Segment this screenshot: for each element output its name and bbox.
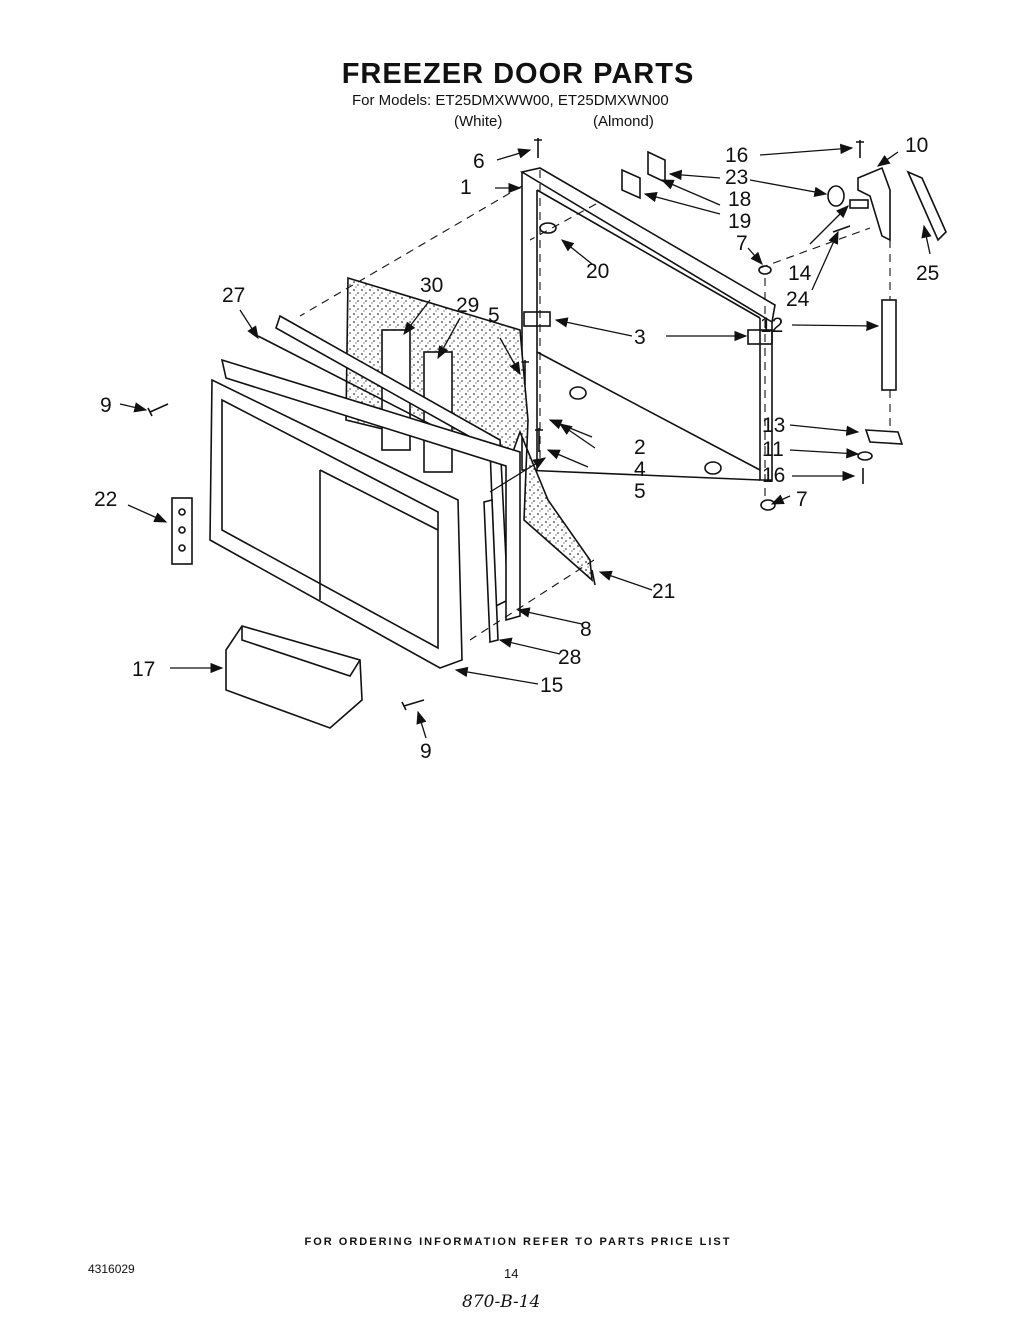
callout-28: 28 (558, 646, 581, 669)
callout-23: 23 (725, 166, 748, 189)
cover-part-23 (827, 185, 845, 207)
screw-part-9b (401, 699, 425, 711)
cap-part-bottom (760, 499, 776, 511)
washer-part-11 (857, 451, 873, 461)
callout-9-bottom: 9 (420, 740, 432, 763)
outer-panel-part-15 (209, 378, 463, 669)
label-part-18 (647, 150, 666, 184)
handle-part-12 (881, 299, 897, 391)
panel-divider (319, 469, 439, 531)
callout-9-left: 9 (100, 394, 112, 417)
rail-part-28 (483, 498, 499, 644)
bushing-part-lower (704, 461, 722, 475)
callout-14: 14 (788, 262, 812, 285)
screw-part-6 (534, 138, 542, 158)
callout-19: 19 (728, 210, 751, 233)
callout-16-bottom: 16 (762, 464, 785, 487)
hinge-bracket-right (747, 329, 773, 345)
ordering-info: FOR ORDERING INFORMATION REFER TO PARTS … (304, 1236, 732, 1248)
plug-part (539, 222, 557, 234)
callout-25: 25 (916, 262, 939, 285)
document-number: 4316029 (88, 1262, 135, 1276)
callout-12: 12 (760, 314, 783, 337)
screw-part-16a (856, 140, 864, 158)
leader-lines (119, 143, 932, 739)
callout-27: 27 (222, 284, 245, 307)
callout-8: 8 (580, 618, 592, 641)
callout-22: 22 (94, 488, 117, 511)
screw-part-24 (832, 225, 851, 233)
callout-3: 3 (634, 326, 646, 349)
callout-2: 2 (634, 436, 646, 459)
handwritten-note: 870-B-14 (462, 1292, 541, 1312)
callout-1: 1 (460, 176, 472, 199)
color-almond-label: (Almond) (593, 113, 654, 130)
callout-21: 21 (652, 580, 675, 603)
callout-15: 15 (540, 674, 563, 697)
page-number: 14 (504, 1266, 519, 1281)
callout-5-bottom: 5 (634, 480, 646, 503)
hinge-bracket-left (523, 311, 551, 327)
callout-16-top: 16 (725, 144, 748, 167)
callout-7-bottom: 7 (796, 488, 808, 511)
callout-29: 29 (456, 294, 479, 317)
callout-5-top: 5 (488, 304, 500, 327)
screw-part-9a (147, 403, 169, 417)
callout-11: 11 (762, 438, 784, 461)
page-title: FREEZER DOOR PARTS (341, 58, 695, 90)
hinge-part-10 (857, 166, 891, 242)
callout-24: 24 (786, 288, 810, 311)
callout-7-top: 7 (736, 232, 748, 255)
alignment-lines (299, 170, 891, 641)
hinge-part-13 (864, 429, 904, 445)
models-subtitle: For Models: ET25DMXWW00, ET25DMXWN00 (352, 92, 669, 109)
bracket-part-22 (171, 497, 193, 565)
shim-part-14 (849, 199, 869, 209)
callout-30: 30 (420, 274, 443, 297)
gasket-part-8 (220, 358, 521, 622)
callout-4: 4 (634, 458, 646, 481)
color-white-label: (White) (454, 113, 503, 130)
trim-part-25 (906, 170, 947, 242)
callout-18: 18 (728, 188, 751, 211)
callout-17: 17 (132, 658, 155, 681)
bushing-part (569, 386, 587, 400)
callout-6: 6 (473, 150, 485, 173)
screw-part-5b (535, 428, 543, 452)
callout-10: 10 (905, 134, 928, 157)
seal-part-21 (591, 569, 596, 586)
panel-window-left (221, 398, 439, 650)
callout-13: 13 (762, 414, 785, 437)
label-part-19 (621, 168, 641, 200)
callout-20: 20 (586, 260, 609, 283)
door-frame-part (519, 167, 776, 481)
